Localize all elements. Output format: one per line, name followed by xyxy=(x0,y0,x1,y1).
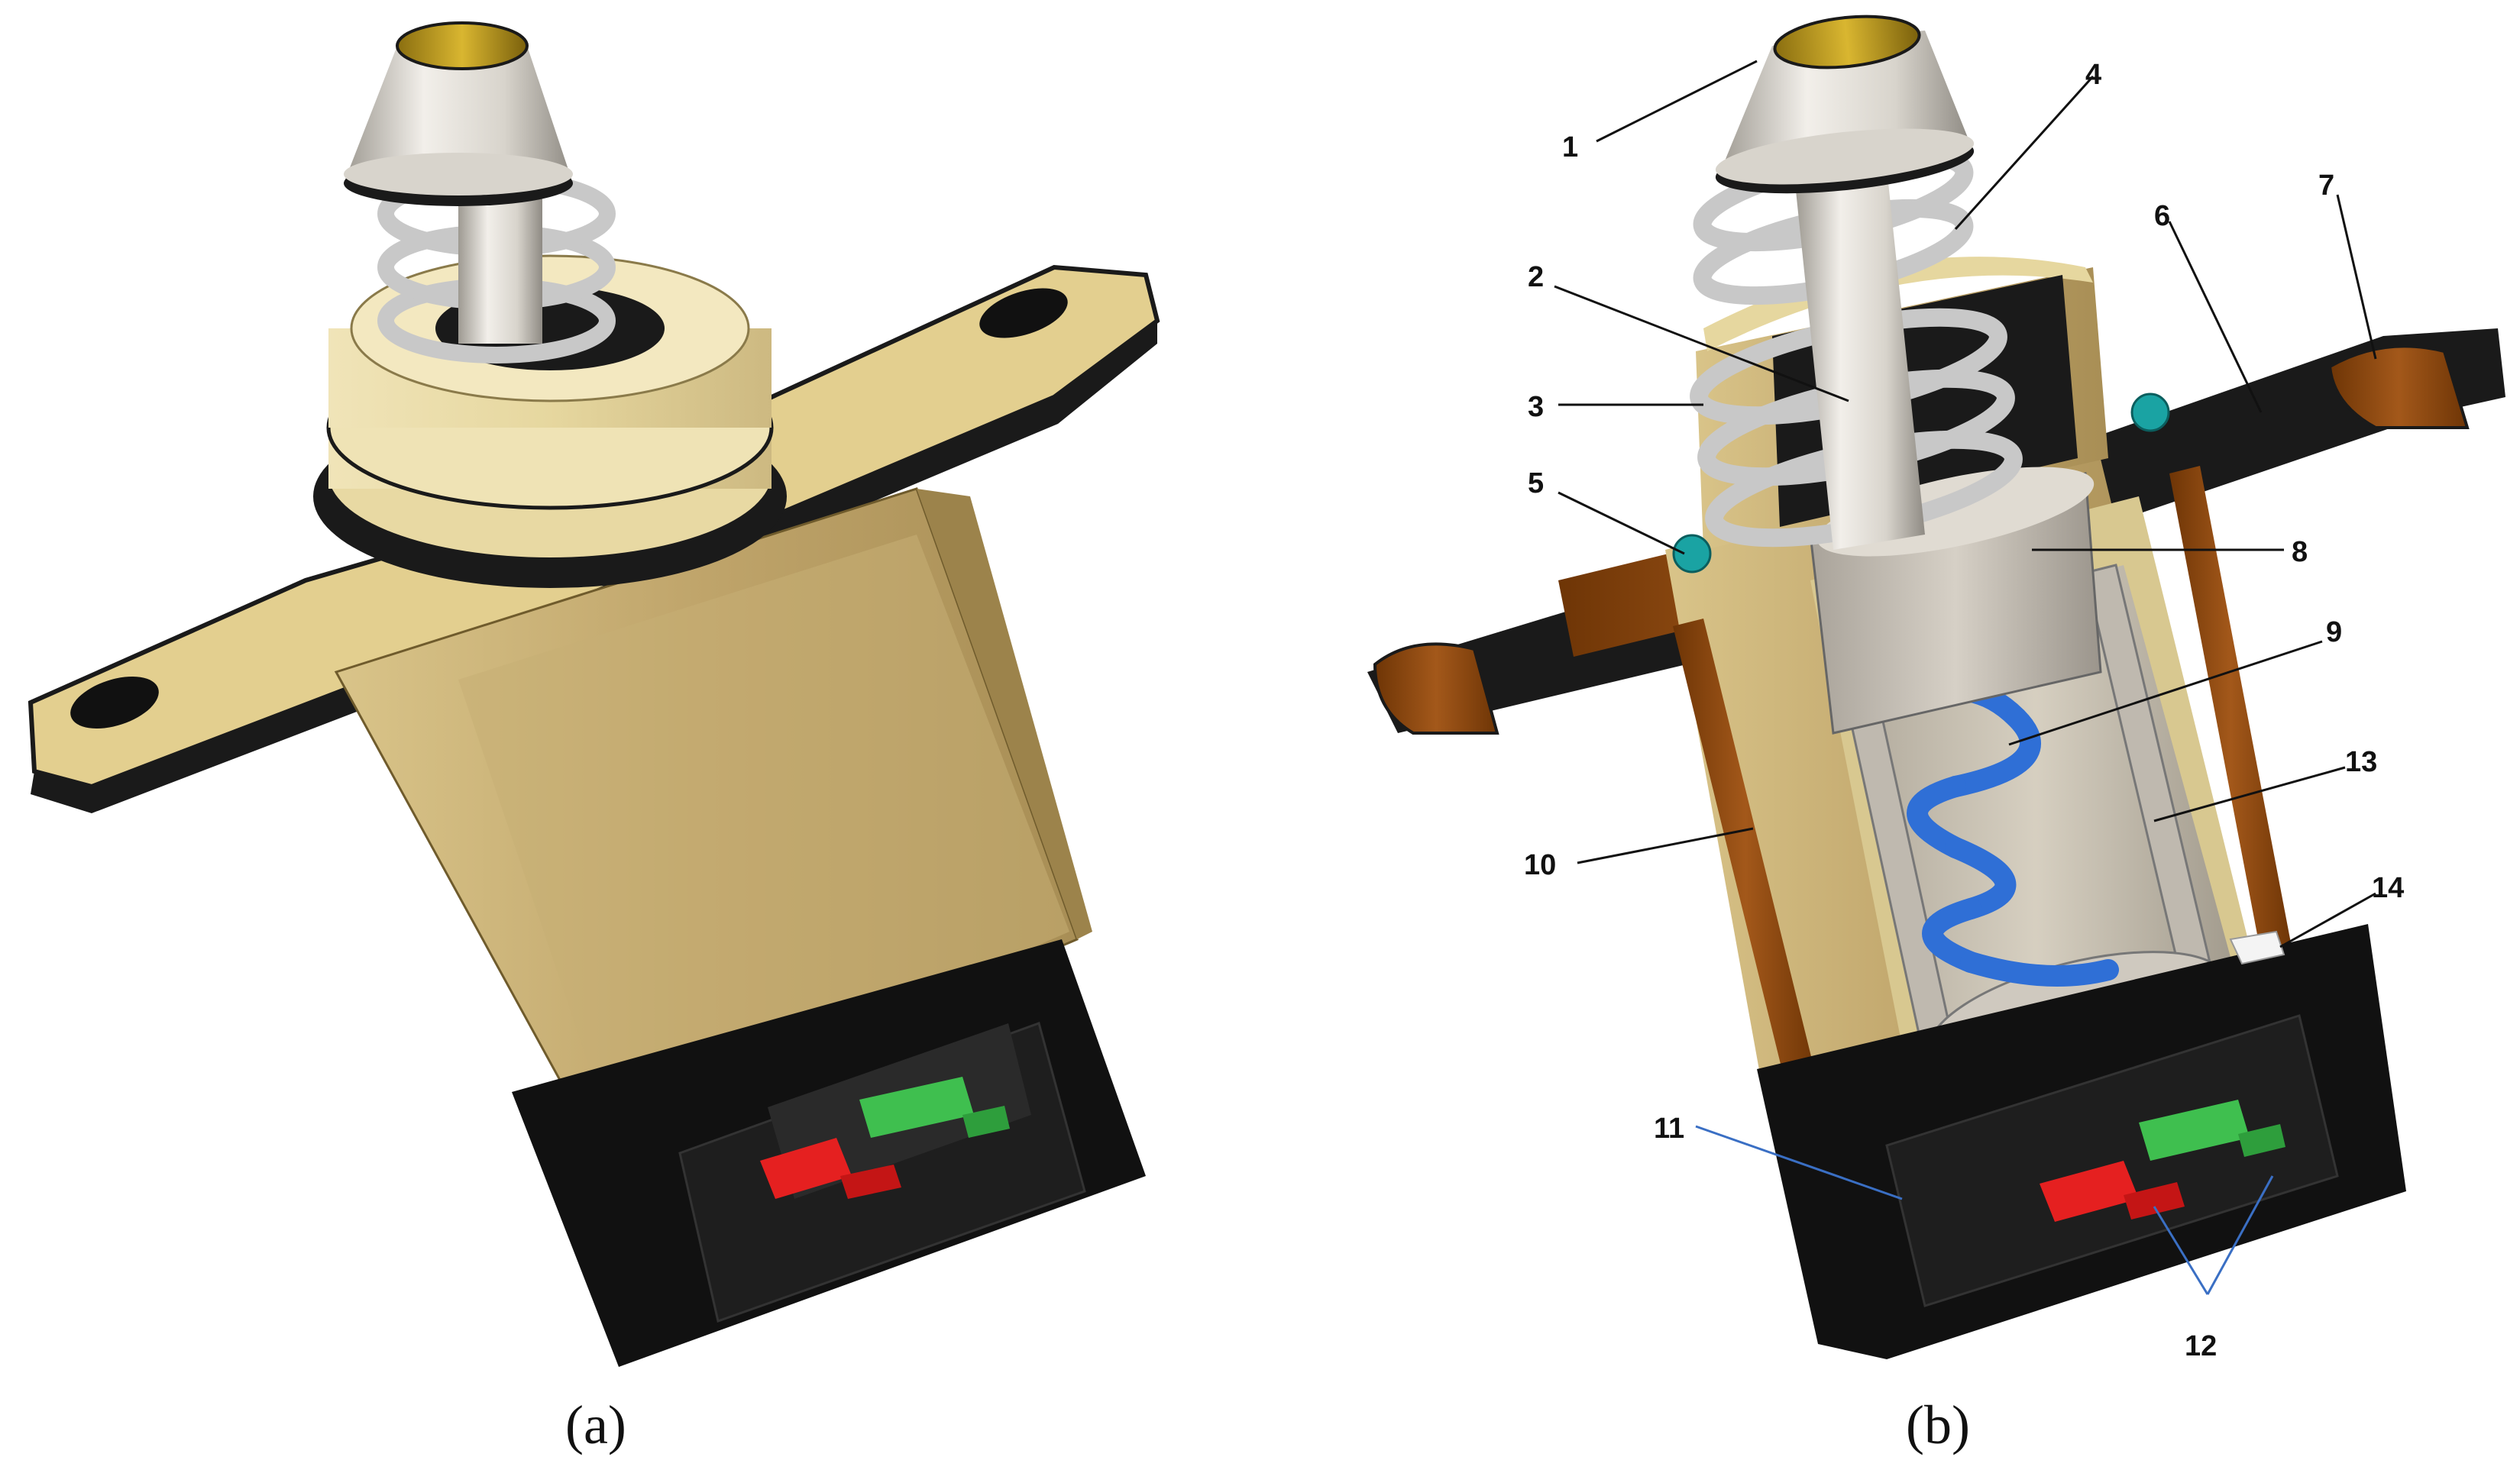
callout-9: 9 xyxy=(2326,616,2342,648)
callout-11: 11 xyxy=(1654,1113,1684,1145)
panel-b-illustration xyxy=(1367,15,2505,1359)
callout-1: 1 xyxy=(1562,131,1578,163)
callout-6: 6 xyxy=(2154,200,2170,232)
callout-8: 8 xyxy=(2292,536,2308,568)
panel-caption-a: (a) xyxy=(565,1394,626,1455)
panel-a-illustration xyxy=(27,21,1160,1367)
callout-5: 5 xyxy=(1528,467,1544,499)
callout-2: 2 xyxy=(1528,261,1544,293)
callout-10: 10 xyxy=(1524,849,1556,881)
callout-3: 3 xyxy=(1528,391,1544,423)
panel-caption-b: (b) xyxy=(1906,1394,1970,1455)
callout-4: 4 xyxy=(2085,59,2101,91)
leader-lines xyxy=(1554,60,2377,1295)
callout-12: 12 xyxy=(2185,1330,2217,1362)
callout-13: 13 xyxy=(2345,746,2377,778)
callout-7: 7 xyxy=(2318,170,2334,202)
callout-labels: 1 2 3 4 5 6 7 8 9 10 11 12 13 14 xyxy=(1524,59,2404,1362)
callout-14: 14 xyxy=(2372,872,2404,904)
